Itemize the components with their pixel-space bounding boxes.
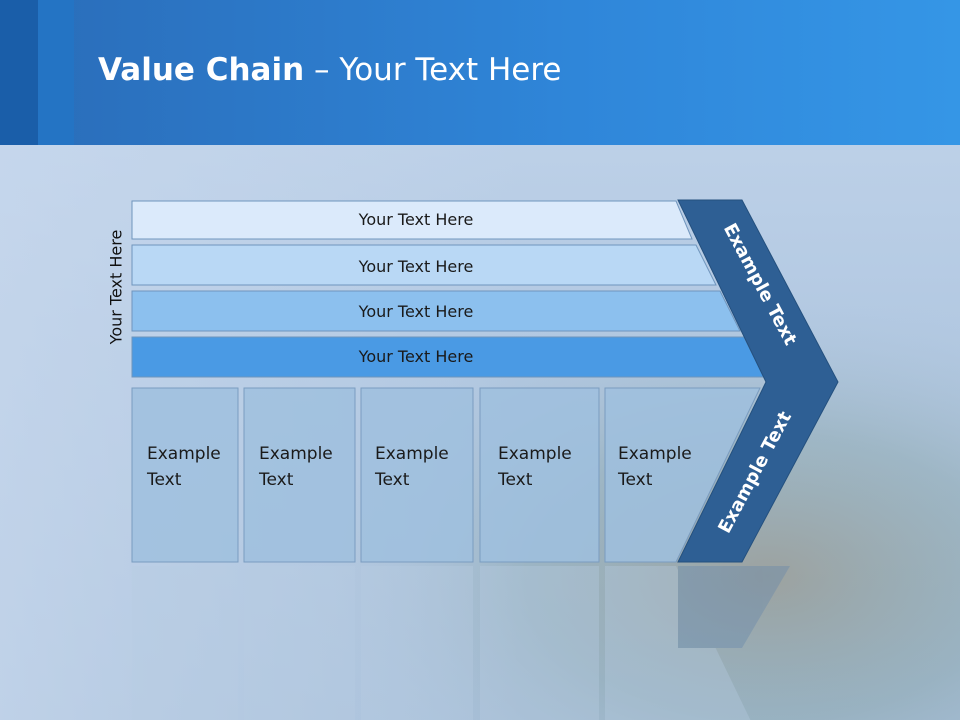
cell-1-line2: Text	[146, 470, 182, 490]
cells-group: Example Text Example Text Example Text E…	[131, 387, 761, 563]
reflection-cell	[605, 566, 751, 720]
reflection-cell	[480, 566, 599, 720]
cell-1	[131, 387, 239, 563]
bar-2-label: Your Text Here	[358, 257, 474, 276]
cell-3-line1: Example	[375, 444, 449, 464]
reflection-cell	[132, 566, 238, 720]
title-rest: – Your Text Here	[304, 52, 562, 88]
cell-4-line1: Example	[498, 444, 572, 464]
reflection-cell	[361, 566, 473, 720]
title-bold: Value Chain	[98, 52, 305, 88]
cell-1-line1: Example	[147, 444, 221, 464]
diagram-reflection	[132, 566, 790, 720]
bar-4-label: Your Text Here	[358, 347, 474, 366]
reflection-cell	[244, 566, 355, 720]
bar-3	[131, 290, 741, 332]
bar-1	[131, 200, 693, 240]
header-accent-strip	[38, 0, 74, 145]
header-bar: Value Chain – Your Text Here	[0, 0, 960, 145]
bar-1-label: Your Text Here	[358, 210, 474, 229]
cell-5-line2: Text	[617, 470, 653, 490]
bar-2	[131, 244, 717, 286]
chevron-shape	[677, 199, 839, 563]
header-accent-strip	[0, 0, 38, 145]
cell-4-line2: Text	[497, 470, 533, 490]
page-title: Value Chain – Your Text Here	[98, 52, 561, 88]
bars-group: Your Text Here Your Text Here Your Text …	[131, 200, 765, 378]
reflection-chevron	[678, 566, 790, 648]
bar-3-label: Your Text Here	[358, 302, 474, 321]
cell-4	[479, 387, 600, 563]
cell-5-line1: Example	[618, 444, 692, 464]
cell-5	[604, 387, 761, 563]
cell-2	[243, 387, 356, 563]
cell-2-line2: Text	[258, 470, 294, 490]
cell-3	[360, 387, 474, 563]
cell-3-line2: Text	[374, 470, 410, 490]
cell-2-line1: Example	[259, 444, 333, 464]
